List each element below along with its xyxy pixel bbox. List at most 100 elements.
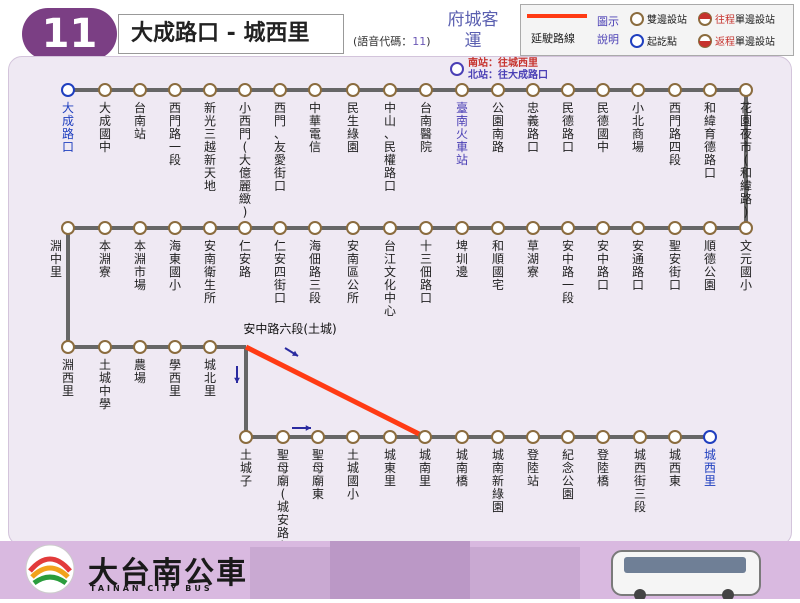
stop-label: 台南站	[134, 100, 146, 141]
legend-graphic: 延駛路線 圖示 說明 雙邊設站 起訖點 往程單邊設站 返程單邊設站	[527, 12, 775, 48]
stop-label: 西門路一段	[169, 101, 181, 167]
stop-icon	[561, 83, 575, 97]
stop-label: 淵西里	[62, 358, 74, 398]
stop-icon	[668, 221, 682, 235]
stop-icon	[98, 83, 112, 97]
stop-icon	[61, 340, 75, 354]
stop-icon	[238, 221, 252, 235]
legend-inbound-suffix: 單邊設站	[735, 35, 775, 48]
stop-icon	[273, 221, 287, 235]
stop-label: 和順國宅	[492, 239, 504, 292]
stop-label: 城南橋	[456, 448, 468, 488]
stop-label: 中華電信	[309, 100, 321, 154]
stop-icon	[133, 83, 147, 97]
stop-label: 土城子	[240, 448, 252, 488]
voice-code: (語音代碼：11)	[353, 33, 431, 49]
stop-icon	[668, 430, 682, 444]
stop-label: 順德公園	[704, 239, 716, 292]
stop-icon	[596, 83, 610, 97]
legend-both-label: 雙邊設站	[647, 13, 687, 26]
stop-icon	[596, 221, 610, 235]
stop-label: 本淵市場	[134, 239, 146, 292]
stop-icon	[383, 221, 397, 235]
stop-label: 城西里	[704, 448, 716, 488]
stop-icon	[239, 430, 253, 444]
stop-icon	[739, 221, 753, 235]
stop-icon	[526, 430, 540, 444]
stop-icon	[133, 221, 147, 235]
direction-arrow-diagonal-head	[292, 350, 298, 356]
stop-icon	[203, 340, 217, 354]
stop-label: 安南衛生所	[204, 238, 216, 305]
stop-icon	[561, 430, 575, 444]
stop-label: 土城國小	[347, 448, 359, 501]
terminal-stop-icon	[703, 430, 717, 444]
stop-icon	[703, 221, 717, 235]
stop-icon	[311, 430, 325, 444]
stop-icon	[98, 340, 112, 354]
voice-code-close: )	[426, 35, 431, 48]
stop-label: 土城中學	[99, 358, 111, 411]
footer-graphic	[25, 541, 761, 601]
stop-icon	[668, 83, 682, 97]
note-north: 北站：往大成路口	[468, 68, 548, 81]
legend-extension-label: 延駛路線	[531, 31, 575, 45]
stop-icon	[631, 221, 645, 235]
stop-icon	[133, 340, 147, 354]
route-stops	[61, 83, 753, 444]
stop-label: 大成路口	[62, 101, 74, 154]
legend-title-1: 圖示	[597, 15, 619, 28]
stop-label: 公園南路	[492, 101, 504, 154]
stop-icon	[346, 83, 360, 97]
stop-label: 城東里	[384, 448, 396, 488]
stop-label: 安中路一段	[562, 238, 574, 305]
stop-icon	[526, 221, 540, 235]
stop-icon	[168, 340, 182, 354]
stop-icon	[526, 83, 540, 97]
legend-inbound-label: 返程單邊設站	[715, 35, 775, 48]
stop-label: 紀念公園	[562, 448, 574, 501]
stop-icon	[418, 430, 432, 444]
stop-icon	[491, 430, 505, 444]
stop-label: 草湖寮	[527, 239, 539, 279]
stop-label: 安南區公所	[347, 238, 359, 305]
legend-terminal-icon	[630, 34, 644, 48]
stop-icon	[491, 221, 505, 235]
bus-icon	[611, 550, 761, 601]
stop-icon	[346, 221, 360, 235]
stop-icon	[308, 221, 322, 235]
route-labels: 大成路口大成國中台南站西門路一段新光三越新天地小西門(大億麗緻)西門、友愛街口中…	[50, 100, 752, 553]
stop-label: 城南里	[419, 448, 431, 488]
stop-icon	[703, 83, 717, 97]
header: 11 大成路口 - 城西里 (語音代碼：11) 府城客運 延駛路線 圖示 說明 …	[0, 0, 800, 68]
stop-label: 台江文化中心	[384, 238, 396, 318]
voice-code-number: 11	[412, 35, 427, 48]
stop-label: 民生綠園	[347, 101, 359, 154]
stop-label: 本淵寮	[99, 239, 111, 279]
stop-icon	[238, 83, 252, 97]
stop-label: 城西東	[669, 448, 681, 488]
stop-icon	[596, 430, 610, 444]
stop-label: 仁安四街口	[274, 239, 286, 305]
legend-outbound-half	[699, 13, 711, 19]
note-south: 南站：往城西里	[468, 56, 538, 69]
stop-label: 民德路口	[562, 101, 574, 154]
stop-label: 城南新綠園	[492, 448, 504, 514]
stop-label: 安通路口	[632, 238, 644, 292]
stop-label: 忠義路口	[527, 101, 539, 154]
route-map-panel	[8, 56, 792, 546]
legend-outbound-label: 往程單邊設站	[715, 13, 775, 26]
legend: 延駛路線 圖示 說明 雙邊設站 起訖點 往程單邊設站 返程單邊設站	[520, 4, 794, 56]
legend-title-2: 說明	[597, 32, 619, 46]
legend-inbound-half	[699, 41, 711, 47]
stop-icon	[455, 430, 469, 444]
stop-icon	[203, 221, 217, 235]
legend-inbound-prefix: 返程	[715, 36, 735, 48]
stop-label: 埤圳邊	[456, 239, 468, 279]
footer-building	[330, 541, 470, 599]
stop-label: 農場	[134, 358, 146, 385]
stop-label: 聖母廟東	[312, 448, 324, 501]
stop-icon	[346, 430, 360, 444]
